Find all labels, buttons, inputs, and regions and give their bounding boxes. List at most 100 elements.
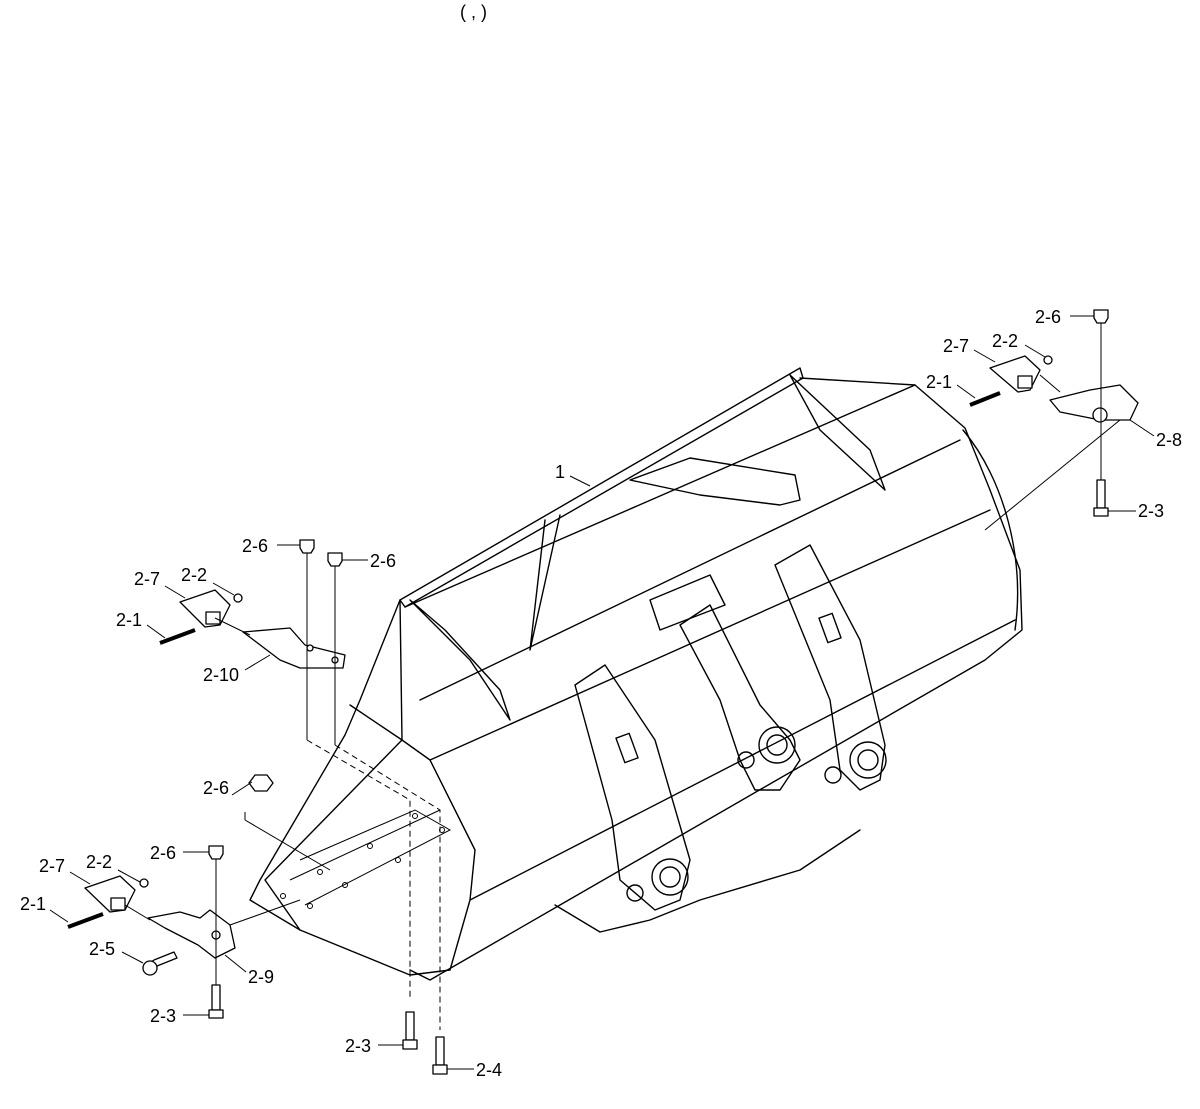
axis-middle: [244, 819, 331, 871]
bracket-hole-a: [737, 751, 755, 769]
mount-bracket-left: [574, 664, 691, 911]
nut-2-6-left-a: [299, 539, 315, 554]
axis-right-tooth: [1039, 374, 1061, 393]
label-r-2-8: 2-8: [1156, 430, 1182, 450]
axis-left-tooth: [214, 617, 251, 636]
top-gusset-plate: [629, 457, 801, 506]
axis-right-diag: [984, 419, 1121, 531]
label-bucket: 1: [555, 462, 565, 482]
bolt-2-3-right-shank: [1096, 479, 1106, 509]
tooth-point-right-face: [1017, 375, 1033, 389]
bucket-right-side: [409, 377, 1023, 981]
adapter-2-8: [1049, 384, 1139, 421]
cutting-edge-plate: [299, 809, 452, 906]
cutting-edge-line: [289, 809, 441, 881]
leader-r-2-2: [1024, 344, 1046, 358]
label-r-2-7: 2-7: [943, 336, 969, 356]
bracket-slot-left: [615, 732, 639, 764]
tooth-point-left-top-face: [205, 611, 221, 625]
leader-l-2-7: [164, 585, 186, 599]
adapter-2-10: [242, 627, 346, 669]
left-top-tooth-assembly: [159, 539, 346, 745]
right-gusset: [789, 374, 886, 491]
leader-1: [569, 475, 591, 487]
label-l-2-10: 2-10: [203, 665, 239, 685]
bolt-2-4-shank: [435, 1036, 445, 1066]
label-r-2-2: 2-2: [992, 331, 1018, 351]
leader-r-2-8: [1129, 419, 1155, 437]
axis-bottom-tooth: [124, 904, 151, 921]
tooth-point-bottom-face: [110, 897, 126, 911]
label-r-2-1: 2-1: [926, 372, 952, 392]
bolt-2-3-center-shank: [405, 1011, 415, 1041]
nut-2-6-left-b: [327, 552, 343, 567]
adapter-2-10-hole-a: [306, 644, 314, 652]
bottom-left-tooth-assembly: [67, 845, 301, 1019]
bracket-pin-boss-center: [758, 726, 796, 764]
bolt-2-3-bottom-head: [208, 1009, 224, 1019]
bucket-back-line-3: [429, 509, 991, 761]
mount-bracket-right: [774, 544, 886, 791]
bracket-pin-hole-center: [766, 734, 788, 756]
label-c-2-4: 2-4: [476, 1060, 502, 1080]
label-b-2-2: 2-2: [86, 852, 112, 872]
hitch-top-plate: [649, 574, 726, 631]
label-b-2-1: 2-1: [20, 894, 46, 914]
left-corner-gusset: [409, 599, 511, 721]
cutting-edge-holes: [280, 813, 445, 909]
label-l-2-7: 2-7: [134, 569, 160, 589]
bucket-bottom-line: [469, 619, 1016, 901]
adapter-2-9: [147, 909, 236, 959]
nut-2-6-bottom: [208, 845, 224, 860]
leader-b-2-5: [121, 951, 144, 964]
label-b-2-9: 2-9: [248, 967, 274, 987]
header-title-fragment: ( , ): [460, 2, 487, 22]
label-l-2-6a: 2-6: [242, 536, 268, 556]
left-gusset-rib: [529, 514, 561, 651]
label-r-2-6: 2-6: [1035, 307, 1061, 327]
leader-b-2-1: [49, 909, 69, 923]
label-b-2-7: 2-7: [39, 856, 65, 876]
label-l-2-2: 2-2: [181, 565, 207, 585]
mount-dashed-guides: [306, 739, 441, 1030]
mount-bracket-center: [679, 604, 801, 791]
leader-r-2-1: [956, 384, 976, 399]
bracket-pin-hole-left: [659, 866, 681, 888]
bucket-top-lip: [399, 367, 804, 608]
bracket-pin-boss-right: [849, 741, 887, 779]
bracket-pin-boss-left: [651, 858, 689, 896]
bolt-2-3-bottom-shank: [211, 984, 221, 1011]
leader-b-2-7: [69, 871, 91, 885]
leader-r-2-7: [973, 349, 996, 363]
pin-2-1-left-top: [159, 628, 196, 645]
leader-l-2-10: [244, 654, 271, 671]
leader-b-2-9: [224, 954, 247, 973]
leader-l-2-1: [146, 624, 166, 639]
axis-bottom-diag: [229, 899, 301, 926]
label-l-2-1: 2-1: [116, 610, 142, 630]
bracket-hole-b: [824, 766, 842, 784]
retainer-2-2-bottom: [139, 878, 149, 888]
bucket-back-line-2: [419, 439, 961, 701]
label-l-2-6b: 2-6: [370, 551, 396, 571]
pin-2-1-bottom: [67, 912, 104, 929]
retainer-2-2-left-top: [233, 593, 243, 603]
retainer-2-2-right: [1043, 355, 1053, 365]
nut-2-6-middle: [248, 774, 274, 792]
label-m-2-6: 2-6: [203, 778, 229, 798]
label-c-2-3: 2-3: [345, 1036, 371, 1056]
nut-2-6-right: [1093, 309, 1109, 324]
bottom-center-bolts: [402, 1011, 448, 1075]
side-plate-edge: [349, 704, 403, 741]
leader-b-2-2: [117, 869, 141, 883]
bolt-2-3-right-head: [1093, 507, 1109, 517]
bucket-body: [249, 367, 1023, 981]
bracket-hole-c: [626, 884, 644, 902]
bracket-pin-hole-right: [857, 749, 879, 771]
bracket-base-line: [554, 829, 861, 933]
bucket-back-line-1: [404, 384, 916, 608]
label-b-2-3: 2-3: [150, 1006, 176, 1026]
label-b-2-6: 2-6: [150, 843, 176, 863]
side-plate-diagonal: [264, 739, 403, 931]
